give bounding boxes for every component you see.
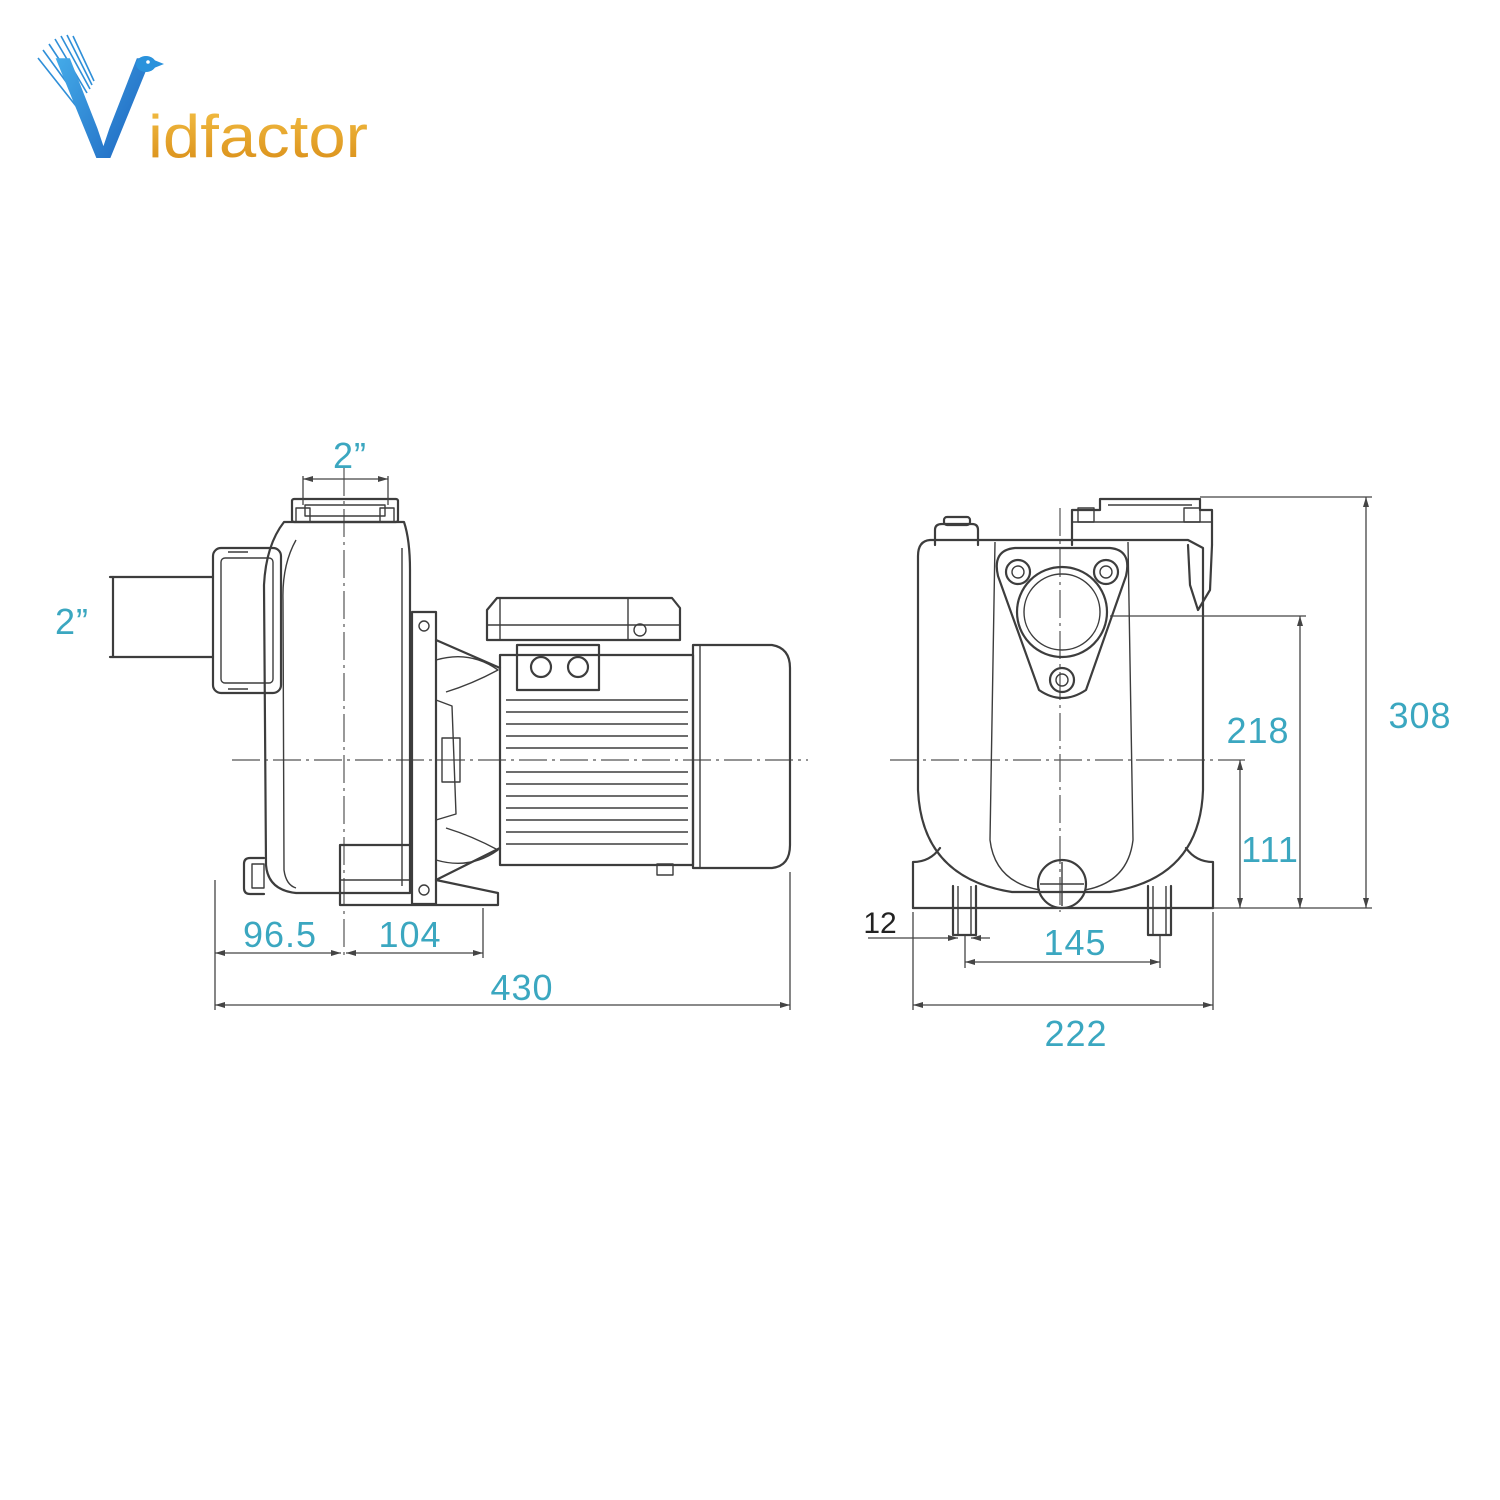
front-outlet-flange [1070,497,1214,612]
inlet-flange [211,546,283,695]
motor-end-cap [691,643,792,870]
inlet-pipe [108,575,215,659]
volute-casing [262,520,412,895]
dimension-label-104: 104 [378,914,441,955]
pump-foot [338,843,500,907]
brand-logo: V idfactor [37,27,368,189]
logo-feather-lines [37,34,95,107]
mounting-studs [951,884,1173,937]
suction-flange [995,546,1129,700]
logo-initial: V [55,27,152,189]
cable-gland [529,655,553,679]
motor-body [498,653,695,876]
front-drain-plug [1036,858,1088,910]
dimension-label-111: 111 [1241,829,1299,870]
terminal-box [485,596,693,692]
motor-bracket [434,638,502,882]
dimension-label-430: 430 [490,967,553,1008]
flange-bolt [1004,558,1032,586]
side-view: 2” 2” 96.5 104 430 [55,435,808,1010]
side-outlet-flange [290,497,400,524]
motor-cooling-fins [506,699,688,845]
mounting-plate [410,610,438,906]
dimension-label-outlet-size: 2” [333,435,367,476]
dimension-label-inlet-size: 2” [55,601,89,642]
dimension-label-12: 12 [863,907,896,940]
logo-bird-head [136,56,156,72]
priming-plug [933,515,980,547]
dimension-label-218: 218 [1226,710,1289,751]
front-view: 308 218 111 12 145 222 [863,496,1451,1054]
flange-bolt [1048,666,1076,694]
logo-bird-beak [154,60,164,68]
flange-bolt [1092,558,1120,586]
dimension-label-222: 222 [1044,1013,1107,1054]
dimension-label-145: 145 [1043,922,1106,963]
logo-wordmark: idfactor [148,103,368,170]
suction-port [1015,565,1109,659]
logo-bird-eye [146,60,150,64]
pump-body-front [916,538,1205,894]
front-dimensions: 308 218 111 12 145 222 [863,496,1451,1054]
dimension-label-96-5: 96.5 [243,914,317,955]
cable-gland [566,655,590,679]
side-drain-plug [242,856,266,896]
dimension-label-308: 308 [1388,695,1451,736]
side-dimensions: 2” 2” 96.5 104 430 [55,435,791,1010]
